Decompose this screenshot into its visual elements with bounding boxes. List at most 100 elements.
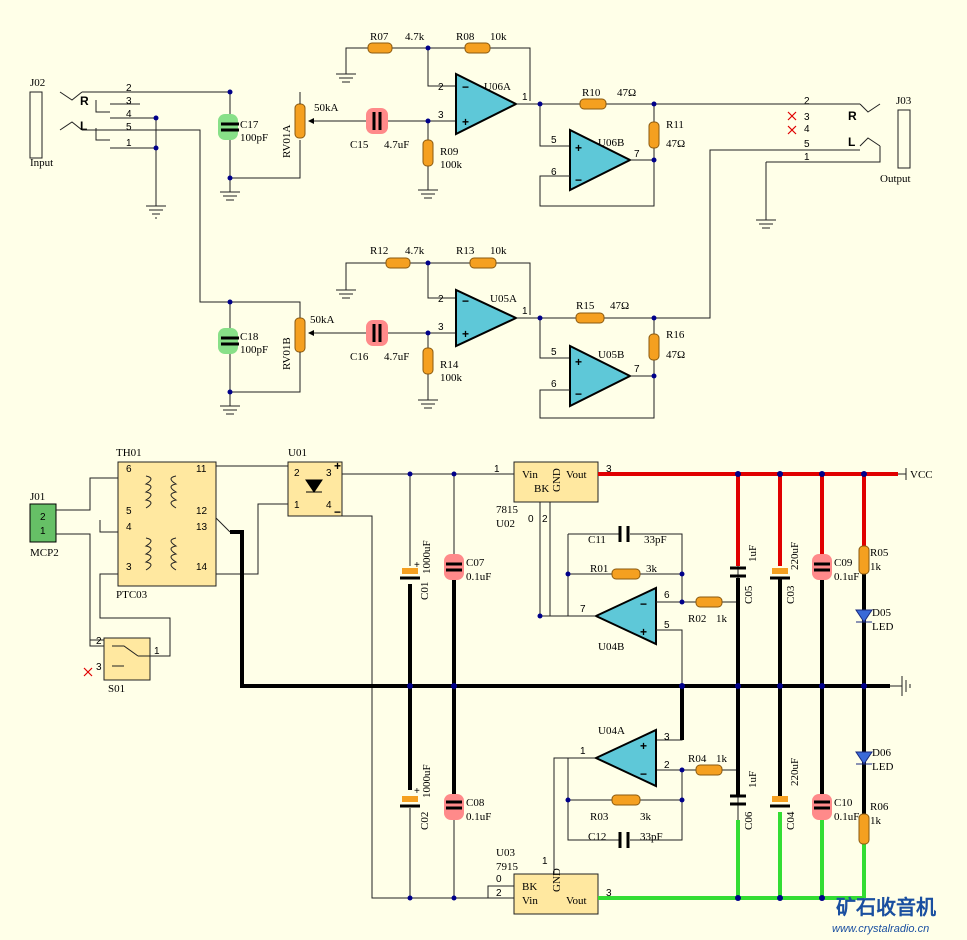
u05a-minus: − bbox=[462, 294, 469, 308]
junction-dot bbox=[679, 599, 685, 605]
r14-value: 100k bbox=[440, 372, 463, 384]
r06-value: 1k bbox=[870, 815, 882, 827]
j03-pin-2: 2 bbox=[804, 96, 810, 107]
u04a-pin-3: 3 bbox=[664, 732, 670, 743]
r04-body bbox=[695, 764, 723, 776]
junction-dot bbox=[819, 895, 825, 901]
u04b-pin-6: 6 bbox=[664, 590, 670, 601]
u05b-pin-7: 7 bbox=[634, 364, 640, 375]
c06-ref: C06 bbox=[743, 811, 755, 830]
r08-value: 10k bbox=[490, 31, 507, 43]
watermark-logo: 矿石收音机 www.crystalradio.cn bbox=[832, 895, 936, 935]
r15-value: 47Ω bbox=[610, 300, 629, 312]
c17-value: 100pF bbox=[240, 132, 268, 144]
potentiometer-rv01b: RV01B 50kA bbox=[230, 314, 335, 393]
r12-ref: R12 bbox=[370, 245, 388, 257]
c18-value: 100pF bbox=[240, 344, 268, 356]
r07-ref: R07 bbox=[370, 31, 389, 43]
connector-j02: J02 Input R L 2 3 4 5 1 bbox=[29, 77, 132, 169]
u02-pin-0: 0 bbox=[528, 514, 534, 525]
opamp-u04a: + − U04A 1 3 2 bbox=[580, 725, 670, 788]
c12-ref: C12 bbox=[588, 831, 606, 843]
j02-r-contact bbox=[59, 91, 83, 101]
wire-s01 bbox=[89, 573, 171, 657]
junction-dot bbox=[651, 157, 657, 163]
c18-ref: C18 bbox=[240, 331, 259, 343]
r07-body bbox=[367, 42, 393, 54]
j02-pin-2: 2 bbox=[126, 83, 132, 94]
ground-symbol-r07 bbox=[336, 73, 356, 83]
r08-body bbox=[464, 42, 491, 54]
ground-symbol-bus bbox=[890, 676, 911, 696]
capacitor-c08: C08 0.1uF bbox=[444, 794, 491, 823]
j03-pin-3: 3 bbox=[804, 112, 810, 123]
c16-plates bbox=[372, 324, 382, 342]
c10-value: 0.1uF bbox=[834, 811, 859, 823]
u06b-body bbox=[569, 128, 633, 192]
r07-value: 4.7k bbox=[405, 31, 425, 43]
u04a-body bbox=[593, 728, 657, 788]
ground-symbol-r14 bbox=[418, 399, 438, 409]
r13-value: 10k bbox=[490, 245, 507, 257]
th01-pin-3: 3 bbox=[126, 562, 132, 573]
d05-ref: D05 bbox=[872, 607, 891, 619]
u03-pin-3: 3 bbox=[606, 888, 612, 899]
c07-plates bbox=[446, 562, 462, 572]
u06a-pin-noninv: 3 bbox=[438, 110, 444, 121]
j02-body bbox=[29, 91, 43, 159]
u03-vin: Vin bbox=[522, 895, 538, 907]
c08-value: 0.1uF bbox=[466, 811, 491, 823]
junction-dot bbox=[227, 175, 233, 181]
junction-dot bbox=[651, 101, 657, 107]
u01-ref: U01 bbox=[288, 447, 307, 459]
rv01a-body bbox=[294, 103, 306, 139]
opamp-u05a: − + U05A 2 3 1 bbox=[438, 288, 528, 348]
j01-type: MCP2 bbox=[30, 547, 59, 559]
r08-ref: R08 bbox=[456, 31, 475, 43]
c03-value: 220uF bbox=[789, 542, 801, 570]
r03-value: 3k bbox=[640, 811, 652, 823]
c15-value: 4.7uF bbox=[384, 139, 409, 151]
r15-body bbox=[575, 312, 605, 324]
wire-u04b bbox=[568, 474, 739, 686]
j03-pin-4: 4 bbox=[804, 124, 810, 135]
d06-ref: D06 bbox=[872, 747, 891, 759]
r12-body bbox=[385, 257, 411, 269]
wire-j02-pins bbox=[110, 103, 157, 206]
c15-ref: C15 bbox=[350, 139, 369, 151]
u04b-pin-7: 7 bbox=[580, 604, 586, 615]
j01-pin-1: 1 bbox=[40, 526, 46, 537]
j02-r-label: R bbox=[80, 94, 89, 108]
junction-dot bbox=[651, 373, 657, 379]
opamp-u04b: − + U04B 7 6 5 bbox=[580, 586, 670, 653]
junction-dot bbox=[537, 101, 543, 107]
junction-dot bbox=[861, 683, 867, 689]
th01-pin-12: 12 bbox=[196, 506, 208, 517]
d06-body bbox=[855, 751, 873, 765]
u06b-pin-6: 6 bbox=[551, 167, 557, 178]
c10-plates bbox=[814, 800, 830, 810]
resistor-r04: R04 1k bbox=[688, 753, 728, 776]
j03-r-contact bbox=[859, 103, 881, 113]
capacitor-c11: C11 33pF bbox=[588, 526, 667, 546]
th01-pin-13: 13 bbox=[196, 522, 208, 533]
r14-ref: R14 bbox=[440, 359, 459, 371]
j03-l-contact bbox=[859, 137, 881, 147]
junction-dots bbox=[153, 45, 867, 901]
u04a-minus: − bbox=[640, 767, 647, 781]
c02-value: 1000uF bbox=[421, 764, 433, 798]
j02-pin-1: 1 bbox=[126, 138, 132, 149]
junction-dot bbox=[819, 471, 825, 477]
u04a-pin-1: 1 bbox=[580, 746, 586, 757]
junction-dot bbox=[735, 895, 741, 901]
opamp-u05b: + − U05B 5 6 7 bbox=[551, 344, 640, 408]
th01-windings bbox=[144, 475, 178, 571]
c17-plates bbox=[221, 122, 239, 132]
c09-body bbox=[812, 554, 832, 580]
r10-body bbox=[579, 98, 607, 110]
capacitor-c03: C03 220uF bbox=[770, 542, 801, 604]
u06b-ref: U06B bbox=[598, 137, 624, 149]
u02-pin-3: 3 bbox=[606, 464, 612, 475]
led-d05: D05 LED bbox=[855, 607, 893, 633]
capacitor-c06: C06 1uF bbox=[730, 771, 759, 830]
